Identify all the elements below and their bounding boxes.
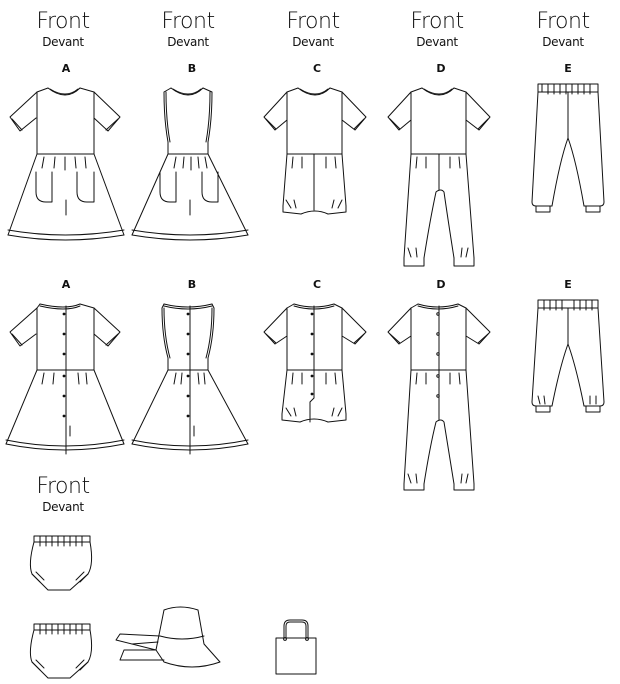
view-label-b: B [187,62,197,75]
bucket-hat-illustration [115,606,221,668]
header-b: Front Devant [133,10,243,50]
romper-c-back-illustration [263,303,367,423]
front-title: Front [536,9,590,34]
jumpsuit-d-front-illustration [387,87,491,267]
view-label-e: E [564,62,572,75]
view-label-a-back: A [61,278,71,291]
bloomers-front-illustration [29,535,93,591]
front-title: Front [410,9,464,34]
view-label-a: A [61,62,71,75]
view-label-b-back: B [187,278,197,291]
view-label-c: C [312,62,322,75]
header-accessories: Front Devant [8,475,118,515]
romper-c-front-illustration [263,87,367,215]
header-e: Front Devant [508,10,618,50]
devant-subtitle: Devant [292,35,334,49]
front-title: Front [286,9,340,34]
view-label-c-back: C [312,278,322,291]
jumpsuit-d-back-illustration [387,303,491,491]
bloomers-back-illustration [29,623,93,679]
view-label-d-back: D [436,278,446,291]
dress-a-back-illustration [5,303,125,455]
devant-subtitle: Devant [416,35,458,49]
devant-subtitle: Devant [167,35,209,49]
devant-subtitle: Devant [542,35,584,49]
header-a: Front Devant [8,10,118,50]
front-title: Front [161,9,215,34]
dress-b-front-illustration [131,87,249,241]
pants-e-front-illustration [531,83,605,213]
header-d: Front Devant [382,10,492,50]
pants-e-back-illustration [531,299,605,413]
header-c: Front Devant [258,10,368,50]
view-label-d: D [436,62,446,75]
dress-a-front-illustration [7,87,125,241]
view-label-e-back: E [564,278,572,291]
dress-b-back-illustration [131,303,249,455]
tote-bag-illustration [275,619,317,675]
devant-subtitle: Devant [42,500,84,514]
front-title: Front [36,474,90,499]
front-title: Front [36,9,90,34]
devant-subtitle: Devant [42,35,84,49]
